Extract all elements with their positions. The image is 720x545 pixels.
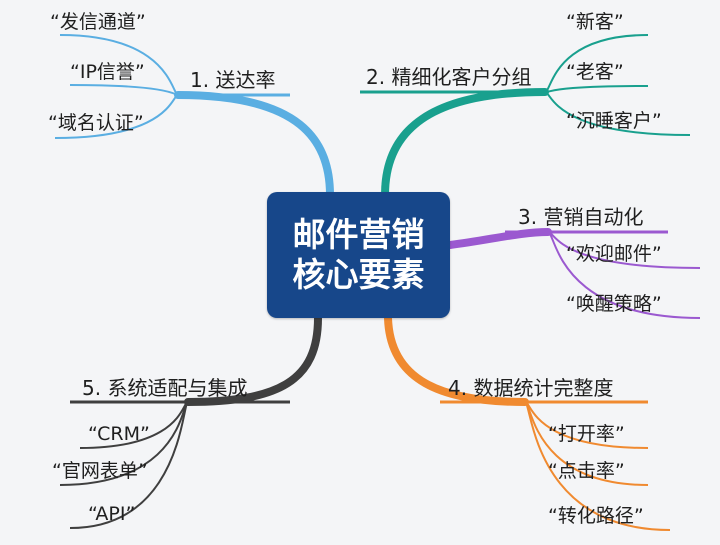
branch-2-leaf-connector xyxy=(544,85,649,93)
branch-3-leaf-connector xyxy=(547,231,701,319)
branch-3-leaf: “欢迎邮件” xyxy=(566,243,662,265)
branch-4-leaf-connector xyxy=(524,401,671,531)
branch-3-leaf-connector xyxy=(547,231,701,269)
branch-1-label: 1. 送达率 xyxy=(190,68,276,92)
branch-5-leaf-connector xyxy=(69,401,189,529)
branch-2-leaf-connector xyxy=(544,34,649,93)
branch-1-leaf: “IP信誉” xyxy=(70,61,145,83)
branch-2-leaf: “老客” xyxy=(566,61,624,83)
branch-1-leaf-connector xyxy=(69,84,179,96)
branch-2-leaf: “沉睡客户” xyxy=(566,110,662,132)
branch-2-leaf-connector xyxy=(544,91,691,136)
branch-3-label: 3. 营销自动化 xyxy=(518,205,644,229)
central-topic-line-2: 核心要素 xyxy=(292,255,425,294)
branch-4-leaf: “打开率” xyxy=(548,423,625,445)
branch-2-label: 2. 精细化客户分组 xyxy=(366,65,532,89)
branch-4-leaf: “转化路径” xyxy=(548,505,644,527)
branch-4-label: 4. 数据统计完整度 xyxy=(448,376,614,400)
central-topic-line-1: 邮件营销 xyxy=(292,214,425,254)
branch-1-leaf-connector xyxy=(54,94,179,139)
branch-5-label: 5. 系统适配与集成 xyxy=(82,376,248,400)
branch-5-leaf: “API” xyxy=(88,503,136,525)
branch-2-leaf: “新客” xyxy=(566,11,624,33)
branch-5-leaf: “CRM” xyxy=(88,423,150,445)
branch-3-trunk xyxy=(446,228,552,249)
branch-5-leaf: “官网表单” xyxy=(52,460,148,482)
branch-1-leaf: “域名认证” xyxy=(48,112,144,134)
branch-4-leaf: “点击率” xyxy=(548,460,625,482)
branch-2-trunk xyxy=(381,88,549,199)
branch-1-leaf-connector xyxy=(59,34,179,96)
branch-1-trunk xyxy=(174,91,334,199)
branch-3-leaf: “唤醒策略” xyxy=(566,293,662,315)
central-topic: 邮件营销 核心要素 xyxy=(267,192,450,318)
branch-1-leaf: “发信通道” xyxy=(50,11,146,33)
